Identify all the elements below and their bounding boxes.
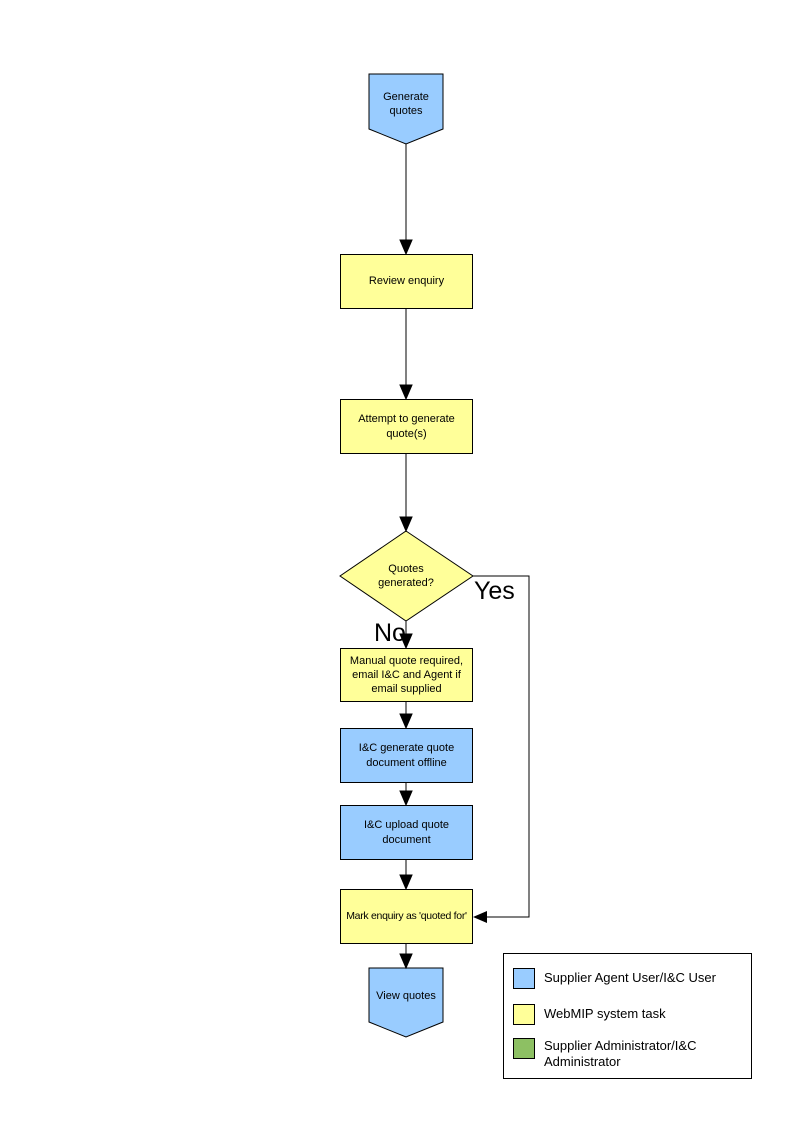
decision-node-label: Quotes generated? <box>378 562 434 589</box>
review-node: Review enquiry <box>340 254 473 309</box>
start-node-label: Generate quotes <box>383 90 429 117</box>
attempt-node: Attempt to generate quote(s) <box>340 399 473 454</box>
legend-row-system: WebMIP system task <box>513 1002 743 1026</box>
arrowhead-mark-end <box>399 953 413 970</box>
legend-box: Supplier Agent User/I&C User WebMIP syst… <box>503 953 752 1079</box>
no-edge-label: No <box>374 619 406 647</box>
legend-swatch-system-task <box>513 1003 535 1025</box>
arrowhead-attempt-decision <box>399 516 413 533</box>
yes-edge-label: Yes <box>474 577 515 605</box>
connector-yes-branch <box>473 575 530 918</box>
legend-label-admin-task: Supplier Administrator/I&C Administrator <box>544 1038 697 1069</box>
legend-swatch-user-task <box>513 967 535 989</box>
manual-quote-node: Manual quote required, email I&C and Age… <box>340 648 473 702</box>
mark-quoted-node: Mark enquiry as 'quoted for' <box>340 889 473 944</box>
generate-offline-node: I&C generate quote document offline <box>340 728 473 783</box>
end-pentagon-shape <box>368 967 444 1038</box>
legend-row-admin: Supplier Administrator/I&C Administrator <box>513 1038 743 1072</box>
arrowhead-manual-offline <box>399 713 413 730</box>
arrowhead-offline-upload <box>399 790 413 807</box>
arrowhead-upload-mark <box>399 874 413 891</box>
legend-label-user-task: Supplier Agent User/I&C User <box>544 970 716 986</box>
arrowhead-yes-branch <box>473 911 487 923</box>
arrowhead-review-attempt <box>399 384 413 401</box>
upload-quote-node: I&C upload quote document <box>340 805 473 860</box>
legend-label-system-task: WebMIP system task <box>544 1006 666 1022</box>
arrowhead-start-review <box>399 239 413 256</box>
end-node-label: View quotes <box>376 989 436 1002</box>
start-pentagon-shape <box>368 73 444 145</box>
legend-row-user: Supplier Agent User/I&C User <box>513 966 743 990</box>
legend-swatch-admin-task <box>513 1038 535 1059</box>
arrowhead-decision-manual <box>399 633 413 650</box>
